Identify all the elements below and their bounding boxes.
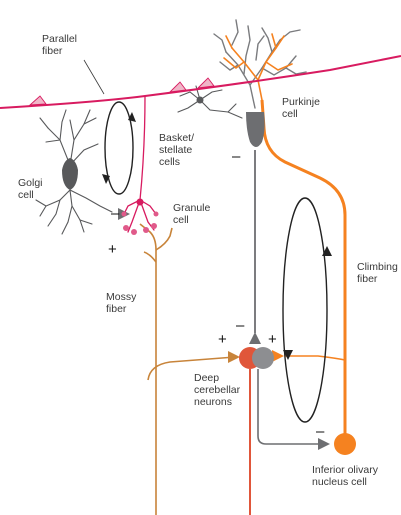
parallel-fiber-callout bbox=[83, 59, 105, 95]
label-granule-cell: Granule cell bbox=[173, 202, 211, 226]
climbing-loop-arrowhead bbox=[322, 246, 332, 256]
purkinje-soma bbox=[246, 112, 265, 147]
purkinje-terminal bbox=[249, 332, 261, 344]
label-climbing-fiber: Climbing fiber bbox=[357, 261, 398, 285]
sign-mossy-collateral-plus: + bbox=[218, 331, 227, 348]
sign-purkinje-terminal-minus: – bbox=[236, 317, 245, 334]
label-golgi-cell: Golgi cell bbox=[18, 177, 43, 201]
sign-olive-minus: – bbox=[316, 423, 325, 440]
climbing-loop-arrowhead-2 bbox=[283, 350, 293, 360]
golgi-loop-arrowhead bbox=[128, 112, 136, 122]
sign-purkinje-minus: – bbox=[232, 148, 241, 165]
label-deep-cerebellar-neurons: Deep cerebellar neurons bbox=[194, 372, 241, 408]
climbing-collateral-terminal bbox=[272, 350, 284, 362]
sign-mossy-plus: + bbox=[108, 241, 117, 258]
golgi-loop-arrow bbox=[104, 101, 134, 195]
sign-golgi-minus: – bbox=[111, 205, 120, 222]
basket-soma bbox=[196, 96, 204, 104]
golgi-dendrites bbox=[35, 109, 113, 235]
inferior-olive-soma bbox=[334, 433, 356, 455]
label-parallel-fiber: Parallel fiber bbox=[42, 33, 78, 57]
climbing-loop-arrow bbox=[282, 197, 328, 423]
parallel-fiber bbox=[0, 55, 401, 109]
mossy-fiber bbox=[139, 223, 236, 515]
deep-to-olive-projection bbox=[257, 369, 318, 445]
golgi-loop-arrowhead-2 bbox=[102, 174, 110, 184]
granule-soma bbox=[136, 198, 144, 206]
label-purkinje-cell: Purkinje cell bbox=[282, 96, 320, 120]
sign-climbing-collateral-plus: + bbox=[268, 331, 277, 348]
label-inferior-olivary-cell: Inferior olivary nucleus cell bbox=[312, 464, 378, 488]
label-basket-stellate-cells: Basket/ stellate cells bbox=[159, 132, 195, 168]
golgi-soma bbox=[62, 158, 78, 190]
deep-to-olive-terminal bbox=[318, 438, 330, 450]
granule-synapses bbox=[121, 211, 159, 235]
label-mossy-fiber: Mossy fiber bbox=[106, 291, 137, 315]
basket-stellate-cell bbox=[177, 85, 243, 119]
climbing-fiber-wrap bbox=[223, 33, 293, 101]
deep-nucleus-gray-neuron bbox=[252, 347, 274, 369]
parallel-fiber-synapses bbox=[28, 77, 215, 106]
mossy-collateral-terminal bbox=[228, 351, 240, 363]
climbing-fiber bbox=[260, 99, 347, 440]
